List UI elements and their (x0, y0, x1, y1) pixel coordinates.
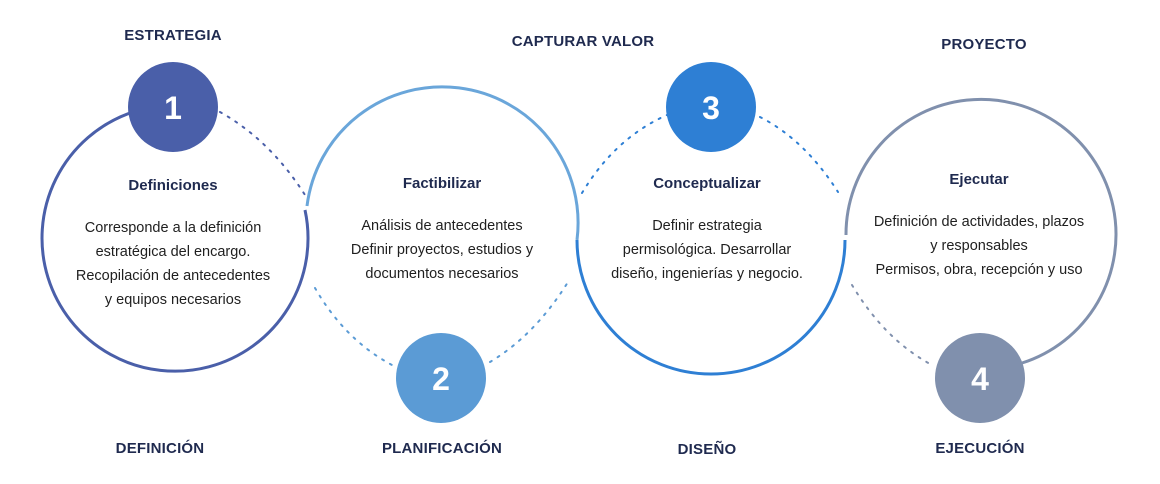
label-proyecto: PROYECTO (941, 36, 1027, 53)
badge-3: 3 (666, 62, 756, 152)
step-1-line: estratégica del encargo. (95, 244, 251, 260)
step-1-line: Recopilación de antecedentes (75, 268, 271, 284)
step-4-line: y responsables (930, 238, 1028, 254)
step-card-4: Ejecutar Definición de actividades, plaz… (874, 171, 1084, 282)
step-3-line: Definir estrategia (652, 218, 762, 234)
dotted-connector-2-left (314, 287, 393, 366)
dotted-connector-4-left (851, 284, 933, 366)
badge-number-4: 4 (971, 361, 989, 397)
step-description-2: Análisis de antecedentes Definir proyect… (351, 214, 533, 286)
step-title-3: Conceptualizar (653, 175, 761, 192)
dotted-connector-3-4 (759, 116, 839, 193)
circle-arc-2 (305, 85, 580, 241)
label-planificacion: PLANIFICACIÓN (381, 440, 503, 457)
step-2-line: Análisis de antecedentes (361, 218, 523, 234)
step-3-line: diseño, ingenierías y negocio. (611, 266, 803, 282)
label-capturar-valor: CAPTURAR VALOR (511, 33, 655, 50)
step-title-2: Factibilizar (402, 175, 482, 192)
step-4-line: Permisos, obra, recepción y uso (875, 262, 1083, 278)
badge-number-3: 3 (702, 90, 720, 126)
badge-number-1: 1 (164, 90, 182, 126)
badge-1: 1 (128, 62, 218, 152)
badge-2: 2 (396, 333, 486, 423)
label-definicion: DEFINICIÓN (115, 440, 205, 457)
dotted-connector-2-3 (489, 281, 569, 363)
step-2-line: documentos necesarios (365, 266, 519, 282)
step-card-3: Conceptualizar Definir estrategia permis… (611, 175, 803, 286)
label-diseno: DISEÑO (677, 441, 737, 458)
step-4-line: Definición de actividades, plazos (873, 214, 1085, 230)
circle-arc-3 (575, 239, 847, 376)
step-card-1: Definiciones Corresponde a la definición… (76, 177, 270, 312)
step-card-2: Factibilizar Análisis de antecedentes De… (351, 175, 533, 286)
step-3-line: permisológica. Desarrollar (622, 242, 792, 258)
step-title-4: Ejecutar (949, 171, 1009, 188)
circle-arc-1 (40, 111, 310, 373)
badge-number-2: 2 (432, 361, 450, 397)
step-1-line: y equipos necesarios (104, 292, 242, 308)
circle-arc-4 (844, 97, 1118, 365)
step-description-1: Corresponde a la definición estratégica … (76, 216, 270, 312)
badge-4: 4 (935, 333, 1025, 423)
step-2-line: Definir proyectos, estudios y (350, 242, 534, 258)
step-description-3: Definir estrategia permisológica. Desarr… (611, 214, 803, 286)
label-ejecucion: EJECUCIÓN (935, 440, 1025, 457)
step-1-line: Corresponde a la definición (84, 220, 262, 236)
step-title-1: Definiciones (128, 177, 218, 194)
step-description-4: Definición de actividades, plazos y resp… (874, 210, 1084, 282)
label-estrategia: ESTRATEGIA (124, 27, 222, 44)
